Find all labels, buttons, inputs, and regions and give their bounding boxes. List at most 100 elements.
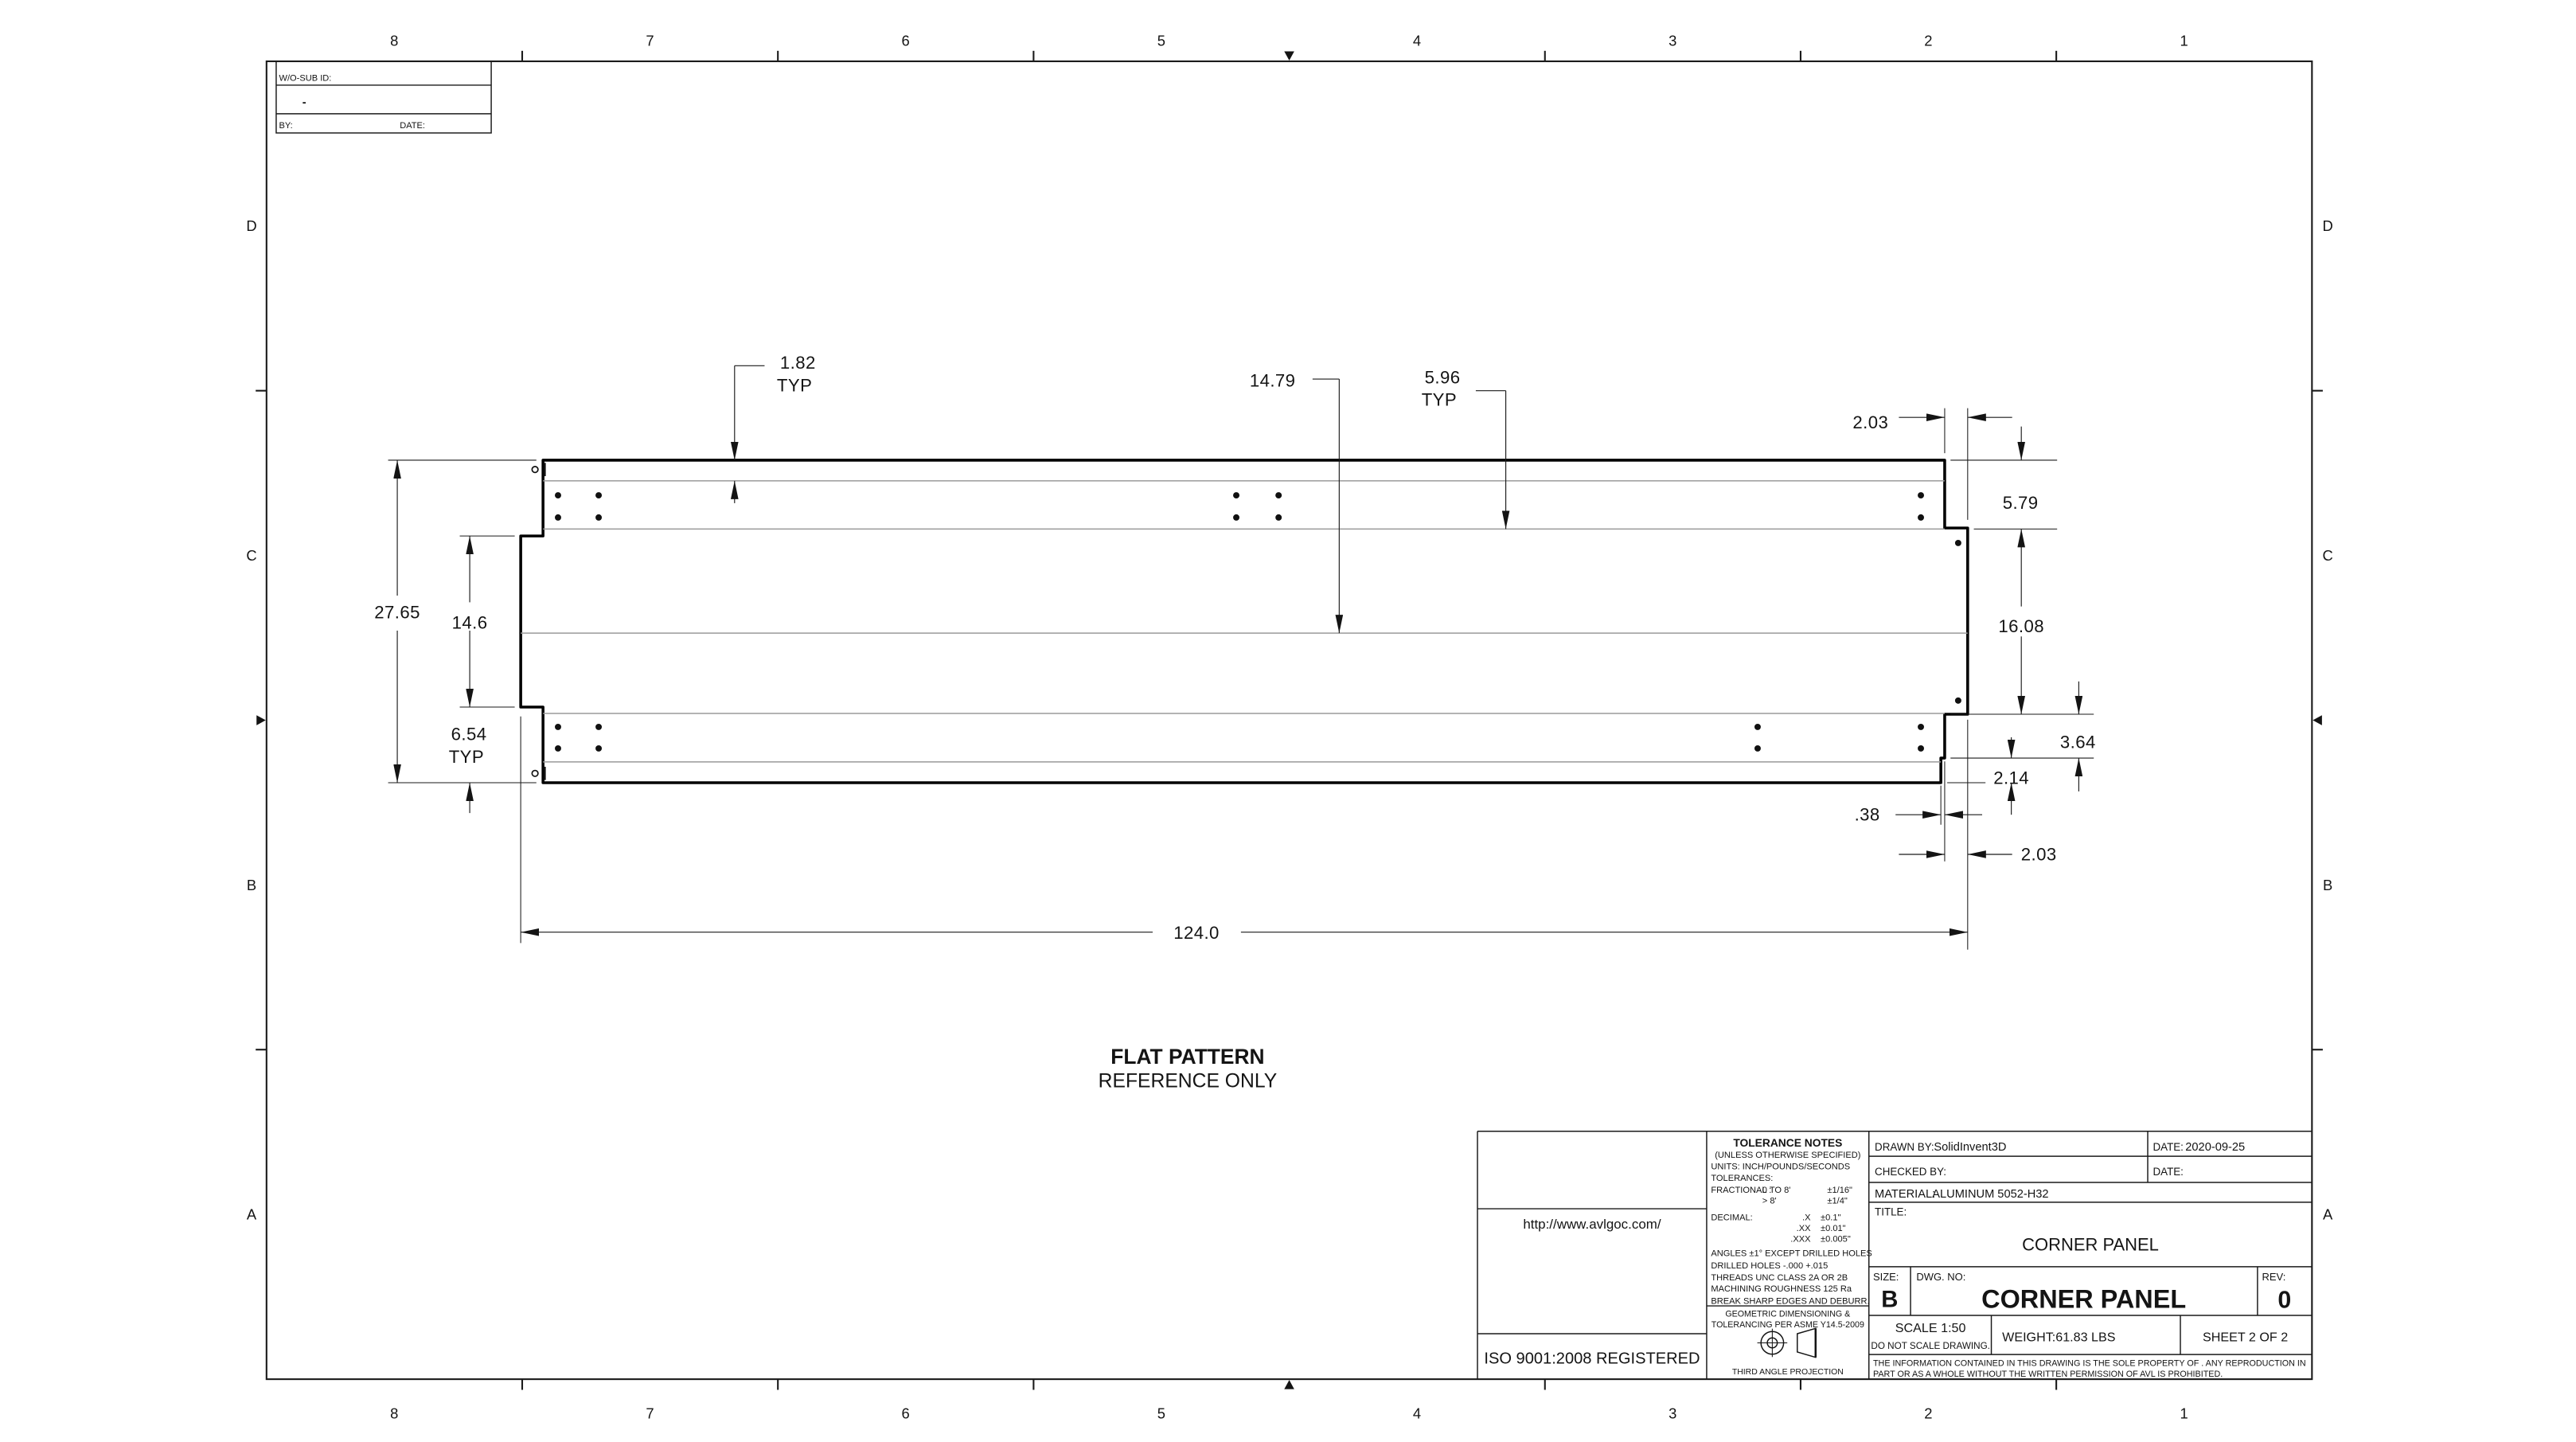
zone-column-label: 3 <box>1669 1405 1676 1422</box>
decimal-tol: ±0.005" <box>1821 1234 1851 1244</box>
hole-pattern <box>531 463 1961 780</box>
zone-row-label: A <box>247 1206 257 1223</box>
wo-sub-block: W/O-SUB ID: - BY: DATE: <box>275 61 492 134</box>
tolerance-note-line: THREADS UNC CLASS 2A OR 2B <box>1711 1273 1848 1283</box>
dwg-no-label: DWG. NO: <box>1916 1271 1965 1283</box>
size-value: B <box>1881 1287 1898 1313</box>
hole <box>1918 723 1924 730</box>
tolerance-notes-header: TOLERANCE NOTES <box>1733 1136 1842 1149</box>
fractional-range: 0 TO 8' <box>1762 1186 1791 1195</box>
weight-value: WEIGHT:61.83 LBS <box>2002 1330 2115 1344</box>
decimal-places: .XX <box>1797 1224 1811 1233</box>
material-label: MATERIAL: <box>1875 1188 1935 1201</box>
do-not-scale-note: DO NOT SCALE DRAWING. <box>1871 1341 1990 1351</box>
projection-label: THIRD ANGLE PROJECTION <box>1732 1368 1844 1377</box>
zone-column-label: 2 <box>1924 33 1932 49</box>
decimal-places: .XXX <box>1790 1234 1811 1244</box>
relief-slot <box>531 769 539 777</box>
title-label: TITLE: <box>1875 1206 1907 1217</box>
sheet-border <box>265 60 2313 1381</box>
material-value: ALUMINUM 5052-H32 <box>1932 1188 2048 1201</box>
dim-overall-height: 27.65 <box>374 602 420 622</box>
zone-row-label: D <box>246 217 256 234</box>
dim-flange-height: 6.54 <box>451 725 487 744</box>
zone-column-label: 7 <box>646 33 654 49</box>
tolerance-note-line: MACHINING ROUGHNESS 125 Ra <box>1711 1284 1852 1294</box>
zone-column-label: 4 <box>1413 33 1421 49</box>
bend-lines <box>521 480 1968 763</box>
zone-column-label: 5 <box>1157 1405 1165 1422</box>
tolerance-notes-subheader: (UNLESS OTHERWISE SPECIFIED) <box>1715 1151 1860 1160</box>
center-mark-right <box>2313 715 2322 725</box>
wo-date-label: DATE: <box>400 121 425 131</box>
dwg-no-value: CORNER PANEL <box>1981 1285 2186 1314</box>
tolerance-note-line: DRILLED HOLES -.000 +.015 <box>1711 1261 1828 1271</box>
dim-right-lower-segment: 3.64 <box>2060 733 2096 752</box>
wo-sub-id-label: W/O-SUB ID: <box>279 73 332 83</box>
size-label: SIZE: <box>1873 1271 1899 1283</box>
zone-column-label: 3 <box>1669 33 1676 49</box>
decimal-label: DECIMAL: <box>1711 1213 1752 1222</box>
zone-column-label: 8 <box>390 33 398 49</box>
hole <box>1954 539 1961 546</box>
drawn-date-label: DATE: <box>2153 1141 2183 1153</box>
view-title: FLAT PATTERN <box>1110 1045 1264 1069</box>
dim-flange-zone: 5.96 <box>1425 367 1461 387</box>
dim-tab-height: 2.14 <box>1993 768 2029 787</box>
drawing-title: CORNER PANEL <box>2022 1234 2159 1254</box>
hole <box>1954 697 1961 704</box>
hole <box>555 492 561 499</box>
drawn-by-label: DRAWN BY: <box>1875 1141 1934 1153</box>
wo-by-label: BY: <box>279 121 293 131</box>
rev-value: 0 <box>2277 1288 2291 1314</box>
dim-flange-zone-typ: TYP <box>1422 390 1457 410</box>
dim-step-offset-bottom: 2.03 <box>2021 844 2057 864</box>
fractional-tol: ±1/16" <box>1827 1186 1852 1195</box>
drawing-line <box>1797 1327 1817 1358</box>
iso-registration: ISO 9001:2008 REGISTERED <box>1484 1350 1700 1368</box>
checked-date-label: DATE: <box>2153 1166 2183 1178</box>
hole <box>595 514 603 521</box>
hole <box>1233 492 1240 499</box>
drawn-by-value: SolidInvent3D <box>1934 1141 2006 1154</box>
hole <box>1233 514 1240 521</box>
drawn-date-value: 2020-09-25 <box>2185 1141 2245 1154</box>
zone-column-label: 5 <box>1157 33 1165 49</box>
hole <box>1275 492 1282 499</box>
dim-right-mid-segment: 16.08 <box>1998 616 2044 636</box>
tolerance-notes: TOLERANCE NOTES (UNLESS OTHERWISE SPECIFI… <box>1711 1136 1872 1330</box>
center-mark-bottom <box>1284 1380 1294 1389</box>
decimal-tol: ±0.1" <box>1821 1213 1840 1222</box>
center-mark-left <box>256 715 266 725</box>
geometric-note-line1: GEOMETRIC DIMENSIONING & <box>1725 1310 1850 1319</box>
view-label: FLAT PATTERN REFERENCE ONLY <box>1099 1045 1278 1092</box>
dim-step-offset-top: 2.03 <box>1852 412 1888 432</box>
panel-outline <box>519 459 1969 784</box>
dim-edge-margin-typ: TYP <box>777 375 812 395</box>
dim-edge-margin: 1.82 <box>780 353 816 373</box>
checked-by-label: CHECKED BY: <box>1875 1166 1946 1178</box>
hole <box>555 723 561 730</box>
tolerance-note-line: BREAK SHARP EDGES AND DEBURR. <box>1711 1297 1869 1307</box>
zone-row-label: A <box>2323 1206 2333 1223</box>
dimensions: 27.65 14.6 6.54 TYP 1.82 TYP 14.79 5.96 … <box>374 353 2095 950</box>
drawing-line <box>275 61 492 134</box>
decimal-tol: ±0.01" <box>1821 1224 1846 1233</box>
hole <box>1918 492 1924 499</box>
hole <box>1275 514 1282 521</box>
zone-column-label: 2 <box>1924 1405 1932 1422</box>
hole <box>1754 723 1761 730</box>
fractional-label: FRACTIONAL : <box>1711 1186 1771 1195</box>
fractional-range: > 8' <box>1762 1196 1777 1206</box>
rev-label: REV: <box>2262 1271 2286 1283</box>
website-link[interactable]: http://www.avlgoc.com/ <box>1523 1217 1661 1232</box>
decimal-places: .X <box>1802 1213 1811 1222</box>
flat-pattern-view <box>519 459 1969 784</box>
hole <box>1918 514 1924 521</box>
zone-row-label: B <box>2323 877 2332 893</box>
title-block: http://www.avlgoc.com/ ISO 9001:2008 REG… <box>1477 1131 2313 1380</box>
zone-column-label: 1 <box>2180 33 2188 49</box>
zone-row-label: C <box>2323 547 2333 564</box>
